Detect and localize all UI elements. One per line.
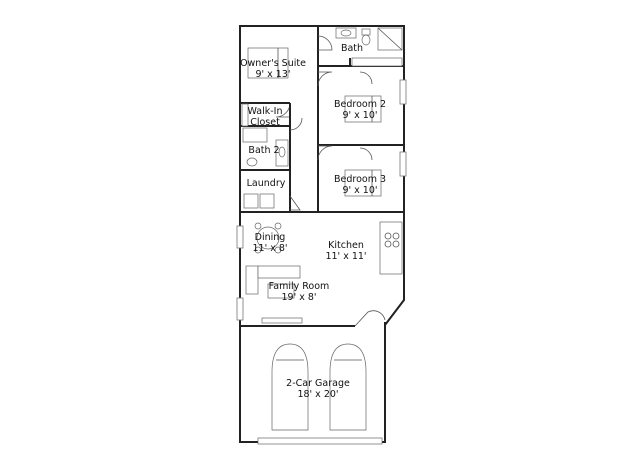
chair — [274, 222, 282, 230]
room-name: Bedroom 3 — [333, 174, 387, 185]
door-swing — [289, 117, 303, 131]
shower-line — [377, 27, 403, 51]
bed — [344, 95, 382, 123]
room-name: Bath 2 — [248, 145, 280, 156]
room-label-bedroom-2: Bedroom 2 9' x 10' — [334, 99, 386, 121]
room-label-laundry: Laundry — [247, 178, 286, 189]
room-name: Kitchen — [328, 240, 364, 251]
door-swing — [317, 35, 333, 51]
sink2 — [278, 146, 286, 158]
closet-door — [359, 147, 373, 161]
room-label-walk-in-closet: Walk-In Closet — [248, 106, 283, 128]
room-name: Bath — [340, 43, 364, 54]
bed — [344, 169, 382, 197]
door-swing — [317, 71, 333, 87]
kitchen-counter — [379, 221, 403, 275]
coffee-table — [267, 283, 295, 299]
room-name: 2-Car Garage — [286, 378, 350, 389]
garage-door — [257, 437, 383, 445]
linen — [351, 57, 403, 67]
room-label-owners-suite: Owner's Suite 9' x 13' — [240, 58, 306, 80]
washer — [243, 193, 259, 209]
room-label-garage: 2-Car Garage 18' x 20' — [286, 378, 350, 400]
room-size: 19' x 8' — [281, 292, 317, 303]
toilet — [361, 28, 371, 36]
bed — [247, 47, 289, 79]
room-name-line2: Closet — [250, 117, 280, 128]
chair — [254, 246, 262, 254]
toilet-bowl — [361, 34, 371, 46]
window — [399, 151, 407, 177]
room-size: 9' x 10' — [342, 185, 378, 196]
chair — [254, 222, 262, 230]
room-label-dining: Dining 11' x 8' — [252, 232, 287, 254]
chair — [274, 246, 282, 254]
room-name: Dining — [254, 232, 286, 243]
room-name: Laundry — [246, 178, 286, 189]
car — [271, 343, 309, 431]
burner — [384, 232, 392, 240]
garage-door-swing — [354, 310, 386, 327]
car — [329, 343, 367, 431]
room-name: Family Room — [268, 281, 330, 292]
burner — [392, 232, 400, 240]
window — [236, 297, 244, 321]
tub — [242, 127, 268, 143]
sink — [340, 29, 352, 37]
room-label-kitchen: Kitchen 11' x 11' — [325, 240, 366, 262]
sofa — [245, 265, 259, 295]
burner — [384, 240, 392, 248]
room-name: Bedroom 2 — [333, 99, 387, 110]
room-label-bath: Bath — [341, 43, 363, 54]
toilet2 — [246, 157, 258, 167]
window — [236, 225, 244, 249]
closet-shelf — [241, 103, 249, 127]
room-size: 9' x 10' — [342, 110, 378, 121]
room-size: 9' x 13' — [255, 69, 291, 80]
room-label-bedroom-3: Bedroom 3 9' x 10' — [334, 174, 386, 196]
room-name: Owner's Suite — [240, 58, 306, 69]
dryer — [259, 193, 275, 209]
sofa — [257, 265, 301, 279]
room-label-family-room: Family Room 19' x 8' — [269, 281, 330, 303]
door-swing — [317, 145, 333, 161]
room-size: 18' x 20' — [297, 389, 339, 400]
burner — [392, 240, 400, 248]
room-label-bath-2: Bath 2 — [248, 145, 279, 156]
room-name: Walk-In — [247, 106, 283, 117]
window — [399, 79, 407, 105]
room-size: 11' x 8' — [252, 243, 288, 254]
closet-door — [359, 71, 373, 85]
door-swing — [289, 195, 301, 211]
tv-console — [261, 317, 303, 324]
room-size: 11' x 11' — [325, 251, 367, 262]
dining-table — [256, 226, 280, 250]
